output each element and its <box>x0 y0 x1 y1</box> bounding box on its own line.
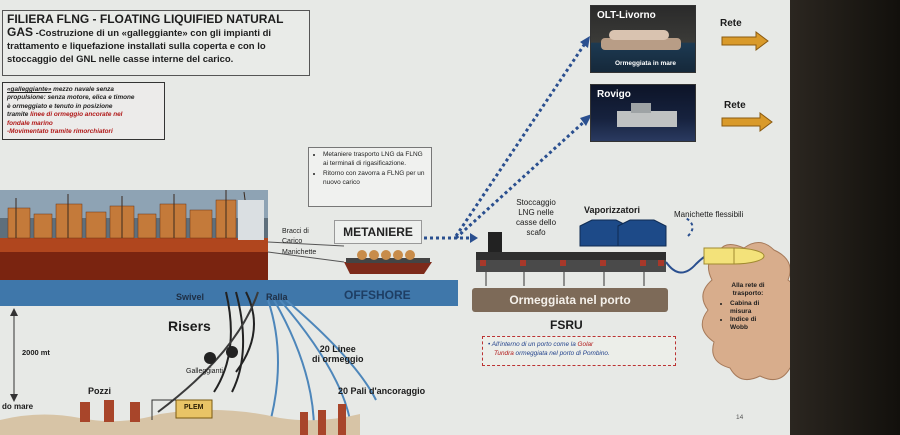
stoccaggio-label-2: LNG nelle <box>518 208 554 217</box>
fsru-vessel <box>476 219 667 286</box>
network-cloud-shape <box>701 242 790 381</box>
title-line4: stoccaggio del GNL nelle casse interne d… <box>7 54 234 65</box>
offshore-label: OFFSHORE <box>344 288 411 302</box>
vaporizzatori-label: Vaporizzatori <box>584 205 641 215</box>
fsru-label: FSRU <box>550 318 583 332</box>
mooring-lines-label: 20 Linee di ormeggio <box>312 344 364 364</box>
definition-line1: «galleggiante» mezzo navale senza <box>7 86 160 94</box>
definition-line4-a: tramite <box>7 111 31 119</box>
dotted-arrows <box>424 41 588 240</box>
stoccaggio-label-3: casse dello <box>516 218 557 227</box>
manichette-label: Manichette <box>282 249 317 256</box>
definition-box: «galleggiante» mezzo navale senza propul… <box>2 82 165 140</box>
cloud-text: Alla rete di trasporto: Cabina di misura… <box>720 282 776 332</box>
anchor-piles <box>300 404 346 435</box>
metaniere-label: METANIERE <box>334 220 422 244</box>
plem-label: PLEM <box>184 404 204 411</box>
seabed <box>0 409 360 435</box>
definition-text1: mezzo navale senza <box>51 86 114 93</box>
title-line2: GAS -Costruzione di un «galleggiante» co… <box>7 26 305 40</box>
cloud-heading: Alla rete di trasporto: <box>731 282 765 297</box>
rete-arrows <box>721 31 773 132</box>
bracci-label: Bracci di <box>282 228 309 235</box>
projection-dark-edge <box>790 0 900 435</box>
stoccaggio-label: Stoccaggio LNG nelle casse dello scafo <box>516 198 556 238</box>
carico-label: Carico <box>282 238 303 245</box>
swivel-label: Swivel <box>176 292 205 302</box>
definition-line4-red: linee di ormeggio ancorate nel <box>30 111 123 119</box>
wells <box>80 400 140 422</box>
fsru-note-line2-b: ormeggiata nel porto di Pombino. <box>513 350 610 357</box>
page-number: 14 <box>736 414 744 421</box>
rete-label-1: Rete <box>720 18 742 29</box>
olt-livorno-photo: OLT-Livorno Ormeggiata in mare <box>590 5 696 73</box>
lng-carrier-ship <box>344 250 432 274</box>
fsru-note-box: • All'interno di un porto come la Golar … <box>482 336 676 366</box>
manichette-flessibili-label: Manichette flessibili <box>674 210 744 219</box>
metaniere-info-box: Metaniere trasporto LNG da FLNG ai termi… <box>308 147 432 207</box>
definition-line4: tramite linee di ormeggio ancorate nel <box>7 111 160 119</box>
definition-line2: propulsione: senza motore, elica e timon… <box>7 94 135 102</box>
title-line2-lead: GAS <box>7 25 34 39</box>
metaniere-info-item2: Ritorno con zavorra a FLNG per un nuovo … <box>323 169 427 188</box>
fsru-note-line2: Tundra ormeggiata nel porto di Pombino. <box>488 349 670 358</box>
title-line2-rest: -Costruzione di un «galleggiante» con gl… <box>33 28 272 39</box>
anchor-piles-label: 20 Pali d'ancoraggio <box>338 386 426 396</box>
fondo-mare-label: do mare <box>2 402 34 411</box>
fsru-note-line1-a: All'interno di un porto come la <box>491 341 578 348</box>
risers-label: Risers <box>168 318 211 334</box>
mooring-lines-label-2: di ormeggio <box>312 354 364 364</box>
mooring-lines-label-1: 20 Linee <box>319 344 356 354</box>
definition-line6: -Movimentato tramite rimorchiatori <box>7 128 113 136</box>
rete-label-2: Rete <box>724 100 746 111</box>
plem-box <box>175 399 213 419</box>
olt-livorno-title: OLT-Livorno <box>597 10 656 21</box>
cloud-item-2: Indice di Wobb <box>730 316 776 332</box>
title-line3: trattamento e liquefazione installati su… <box>7 41 266 52</box>
loading-arm-line <box>267 241 345 247</box>
stoccaggio-label-1: Stoccaggio <box>516 198 556 207</box>
ralla-label: Ralla <box>266 292 288 302</box>
depth-label: 2000 mt <box>22 348 50 357</box>
cloud-item-1: Cabina di misura <box>730 300 776 316</box>
definition-term: «galleggiante» <box>7 86 52 93</box>
ormeggiata-porto-bar: Ormeggiata nel porto <box>472 288 668 312</box>
stoccaggio-label-4: scafo <box>526 228 546 237</box>
title-box: FILIERA FLNG - FLOATING LIQUIFIED NATURA… <box>2 10 310 76</box>
diagram-graphics <box>0 31 790 435</box>
title-line1: FILIERA FLNG - FLOATING LIQUIFIED NATURA… <box>7 12 284 26</box>
olt-livorno-caption: Ormeggiata in mare <box>615 60 677 67</box>
pozzi-label: Pozzi <box>88 386 112 396</box>
rovigo-photo: Rovigo <box>590 84 696 142</box>
floats <box>204 346 238 364</box>
rovigo-title: Rovigo <box>597 89 631 100</box>
fsru-note-line1-red: Golar <box>577 341 594 348</box>
definition-line3: è ormeggiato e tenuto in posizione <box>7 102 113 110</box>
metaniere-info-item1: Metaniere trasporto LNG da FLNG ai termi… <box>323 150 427 169</box>
galleggianti-label: Galleggianti <box>186 368 223 375</box>
flng-vessel-image <box>0 190 268 282</box>
fsru-note-line1: • All'interno di un porto come la Golar <box>488 341 594 348</box>
fsru-note-line2-red: Tundra <box>494 350 514 357</box>
definition-line5: fondale marino <box>7 119 53 127</box>
